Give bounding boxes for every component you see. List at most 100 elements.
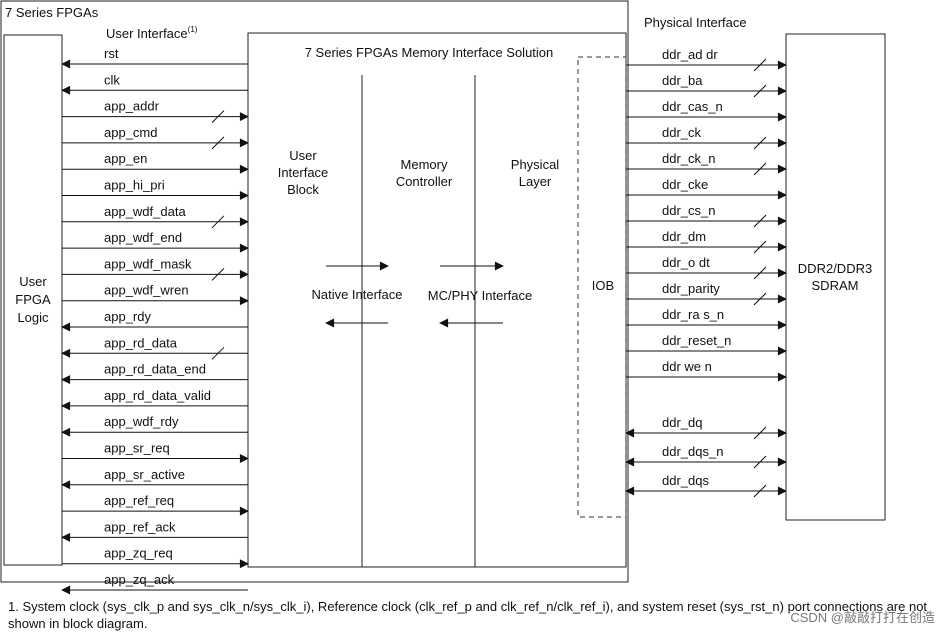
ui-signal-label: app_rdy — [104, 309, 151, 324]
phy-signal: ddr_cke — [626, 177, 787, 200]
sdram-line-1: DDR2/DDR3 — [798, 261, 872, 276]
phy-signal: ddr_o dt — [626, 255, 787, 280]
ui-signal: app_wdf_mask — [62, 256, 249, 281]
phy-bus-slash — [753, 58, 767, 72]
mcphy-interface-label: MC/PHY Interface — [428, 288, 533, 303]
phy-bus-slash — [753, 292, 767, 306]
ui-signal-label: app_zq_req — [104, 546, 173, 561]
ui-signal-label: app_sr_active — [104, 467, 185, 482]
phy-signal-label: ddr_dqs — [662, 473, 709, 488]
phy-signal-group: ddr_ad dr ddr_ba ddr_cas_n ddr_ck ddr_ck_ndd… — [625, 47, 787, 498]
ui-signal-group: rstclkapp_addrapp_cmdapp_enapp_hi_priapp… — [61, 46, 249, 595]
ui-signal-label: rst — [104, 46, 119, 61]
ui-signal: app_addr — [62, 99, 249, 123]
phy-signal: ddr_dq — [625, 415, 787, 440]
ui-block-line-2: Interface — [278, 165, 329, 180]
phy-bus-slash — [753, 214, 767, 228]
phy-bus-slash — [753, 455, 767, 469]
phy-signal: ddr_cas_n — [626, 99, 787, 122]
phy-bus-slash — [753, 266, 767, 280]
ui-block-line-3: Block — [287, 182, 319, 197]
phy-signal: ddr_dm — [626, 229, 787, 254]
user-logic-line-2: FPGA — [15, 292, 51, 307]
mem-ctrl-line-2: Controller — [396, 174, 453, 189]
phy-signal: ddr_ck_n — [626, 151, 787, 176]
phy-bus-slash — [753, 136, 767, 150]
ui-signal-label: clk — [104, 72, 120, 87]
ui-signal: app_wdf_end — [62, 230, 249, 253]
ui-signal: app_wdf_data — [62, 204, 249, 229]
ui-signal: app_ref_ack — [61, 519, 248, 542]
ui-signal-label: app_wdf_wren — [104, 283, 189, 298]
ui-signal-label: app_ref_ack — [104, 519, 176, 534]
phy-bus-slash — [753, 84, 767, 98]
phy-signal: ddr_cs_n — [626, 203, 787, 228]
ui-signal: app_rd_data — [61, 335, 248, 360]
ui-signal: app_ref_req — [62, 493, 249, 516]
phy-signal-label: ddr we n — [662, 359, 712, 374]
phy-signal-label: ddr_parity — [662, 281, 720, 296]
phy-signal-label: ddr_dqs_n — [662, 444, 723, 459]
sdram-line-2: SDRAM — [812, 278, 859, 293]
user-logic-line-1: User — [19, 274, 47, 289]
ui-signal: app_rd_data_end — [61, 362, 248, 385]
phy-signal-label: ddr_dq — [662, 415, 702, 430]
phy-bus-slash — [753, 162, 767, 176]
ui-bus-slash — [211, 215, 225, 229]
phy-signal-label: ddr_cs_n — [662, 203, 715, 218]
ui-signal-label: app_addr — [104, 99, 160, 114]
phy-signal: ddr_ad dr — [626, 47, 787, 72]
user-logic-line-3: Logic — [17, 310, 49, 325]
phy-signal-label: ddr_dm — [662, 229, 706, 244]
phy-signal: ddr_dqs — [625, 473, 787, 498]
phys-layer-line-2: Layer — [519, 174, 552, 189]
phy-signal: ddr_parity — [626, 281, 787, 306]
phy-signal-label: ddr_ba — [662, 73, 703, 88]
phy-bus-slash — [753, 426, 767, 440]
fpga-boundary — [0, 0, 629, 583]
phy-bus-slash — [753, 484, 767, 498]
ui-signal-label: app_rd_data_end — [104, 362, 206, 377]
ui-signal: app_hi_pri — [62, 178, 249, 200]
ui-signal-label: app_wdf_mask — [104, 256, 192, 271]
phy-signal-label: ddr_ad dr — [662, 47, 718, 62]
ui-signal-label: app_zq_ack — [104, 572, 175, 587]
ui-signal: rst — [61, 46, 248, 69]
ui-block-line-1: User — [289, 148, 317, 163]
ui-signal-label: app_wdf_rdy — [104, 414, 179, 429]
iob-label: IOB — [592, 278, 614, 293]
ui-signal: app_sr_req — [62, 441, 249, 463]
ui-signal: app_rd_data_valid — [61, 388, 248, 411]
ui-signal: app_rdy — [61, 309, 248, 332]
sdram-block — [785, 33, 886, 521]
ui-signal-label: app_sr_req — [104, 441, 170, 456]
ui-bus-slash — [211, 110, 225, 123]
user-interface-label: User Interface(1) — [106, 25, 198, 41]
ui-signal-label: app_wdf_end — [104, 230, 182, 245]
ui-signal: app_zq_req — [62, 546, 249, 569]
ui-signal: app_en — [62, 151, 249, 174]
ui-signal: clk — [61, 72, 248, 95]
native-interface-label: Native Interface — [311, 287, 402, 302]
fpga-title: 7 Series FPGAs — [5, 5, 99, 20]
user-fpga-logic-block — [3, 34, 63, 566]
ui-signal: app_wdf_wren — [62, 283, 249, 306]
phy-signal-label: ddr_ck_n — [662, 151, 715, 166]
phy-signal-label: ddr_ck — [662, 125, 702, 140]
phy-signal: ddr_dqs_n — [625, 444, 787, 469]
watermark: CSDN @敲敲打打在创造 — [790, 610, 935, 625]
ui-bus-slash — [211, 136, 225, 150]
phys-layer-line-1: Physical — [511, 157, 560, 172]
phy-signal-label: ddr_ra s_n — [662, 307, 724, 322]
phy-signal: ddr we n — [626, 359, 787, 382]
footnote: 1. System clock (sys_clk_p and sys_clk_n… — [8, 599, 928, 631]
phy-signal: ddr_ba — [626, 73, 787, 98]
phy-signal-label: ddr_cas_n — [662, 99, 723, 114]
phy-signal: ddr_ck — [626, 125, 787, 150]
ui-signal-label: app_rd_data — [104, 335, 178, 350]
ui-signal: app_zq_ack — [61, 572, 248, 595]
mis-title: 7 Series FPGAs Memory Interface Solution — [305, 45, 554, 60]
ui-signal-label: app_hi_pri — [104, 178, 165, 193]
ui-signal-label: app_rd_data_valid — [104, 388, 211, 403]
